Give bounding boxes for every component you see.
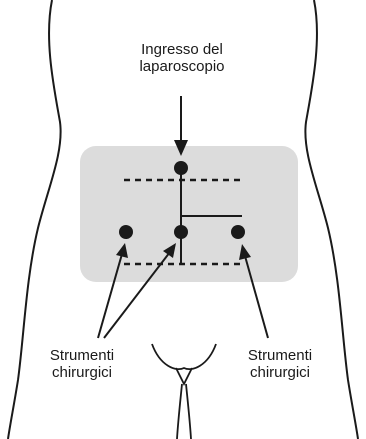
instruments-right-line1: Strumenti	[220, 347, 340, 364]
instruments-right-label: Strumenti chirurgici	[220, 347, 340, 381]
laparoscope-label-line2: laparoscopio	[112, 58, 252, 75]
inner-leg-right	[186, 384, 191, 439]
instruments-right-line2: chirurgici	[220, 364, 340, 381]
inner-leg-left	[177, 384, 182, 439]
instrument-port-center-dot	[174, 225, 188, 239]
instrument-port-left-dot	[119, 225, 133, 239]
laparoscope-entry-label: Ingresso del laparoscopio	[112, 41, 252, 75]
laparoscope-port-dot	[174, 161, 188, 175]
laparoscope-label-line1: Ingresso del	[112, 41, 252, 58]
pubic-v	[176, 368, 192, 384]
instrument-port-right-dot	[231, 225, 245, 239]
groin-curve	[152, 344, 216, 369]
instruments-left-line2: chirurgici	[22, 364, 142, 381]
instruments-left-label: Strumenti chirurgici	[22, 347, 142, 381]
instruments-left-line1: Strumenti	[22, 347, 142, 364]
shaded-abdominal-region	[80, 146, 298, 282]
